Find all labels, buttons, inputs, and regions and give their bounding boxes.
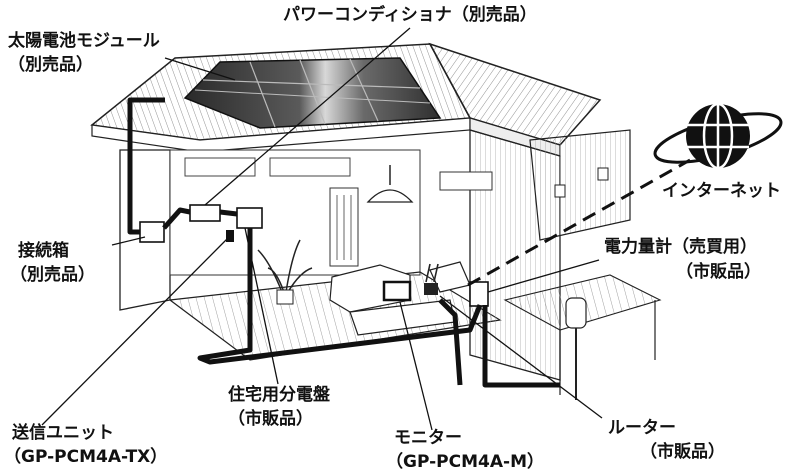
label-router-note: （市販品） (640, 442, 725, 462)
solar-panels (183, 57, 442, 129)
label-transmitter-model: （GP-PCM4A-TX） (4, 447, 168, 467)
transmitter-device (226, 230, 234, 242)
label-router: ルーター (608, 418, 676, 438)
label-distribution-board: 住宅用分電盤 (228, 385, 330, 405)
label-transmitter: 送信ユニット (12, 423, 114, 443)
balcony (529, 129, 631, 241)
label-power-meter: 電力量計（売買用） (604, 237, 757, 257)
label-monitor-model: （GP-PCM4A-M） (386, 452, 544, 472)
utility-post (565, 297, 587, 329)
power-conditioner-device (189, 204, 221, 222)
router-device (424, 263, 439, 295)
globe-icon (653, 102, 783, 170)
leader-lines (41, 27, 603, 431)
label-solar-module-note: （別売品） (8, 55, 93, 75)
potted-plant (257, 239, 313, 305)
ceiling-lamp (366, 165, 414, 203)
label-distribution-board-note: （市販品） (228, 409, 313, 429)
wiring (127, 97, 560, 388)
monitor-device (382, 280, 412, 302)
house (90, 42, 662, 400)
label-junction-box: 接続箱 (18, 241, 69, 261)
label-power-meter-note: （市販品） (676, 262, 761, 282)
junction-box-device (139, 221, 165, 243)
label-monitor: モニター (394, 428, 462, 448)
distribution-board-device (236, 207, 263, 229)
label-power-conditioner: パワーコンディショナ（別売品） (283, 5, 537, 25)
power-meter-device (469, 281, 489, 307)
label-junction-box-note: （別売品） (10, 265, 95, 285)
label-solar-module: 太陽電池モジュール (8, 31, 160, 51)
label-internet: インターネット (662, 181, 781, 201)
